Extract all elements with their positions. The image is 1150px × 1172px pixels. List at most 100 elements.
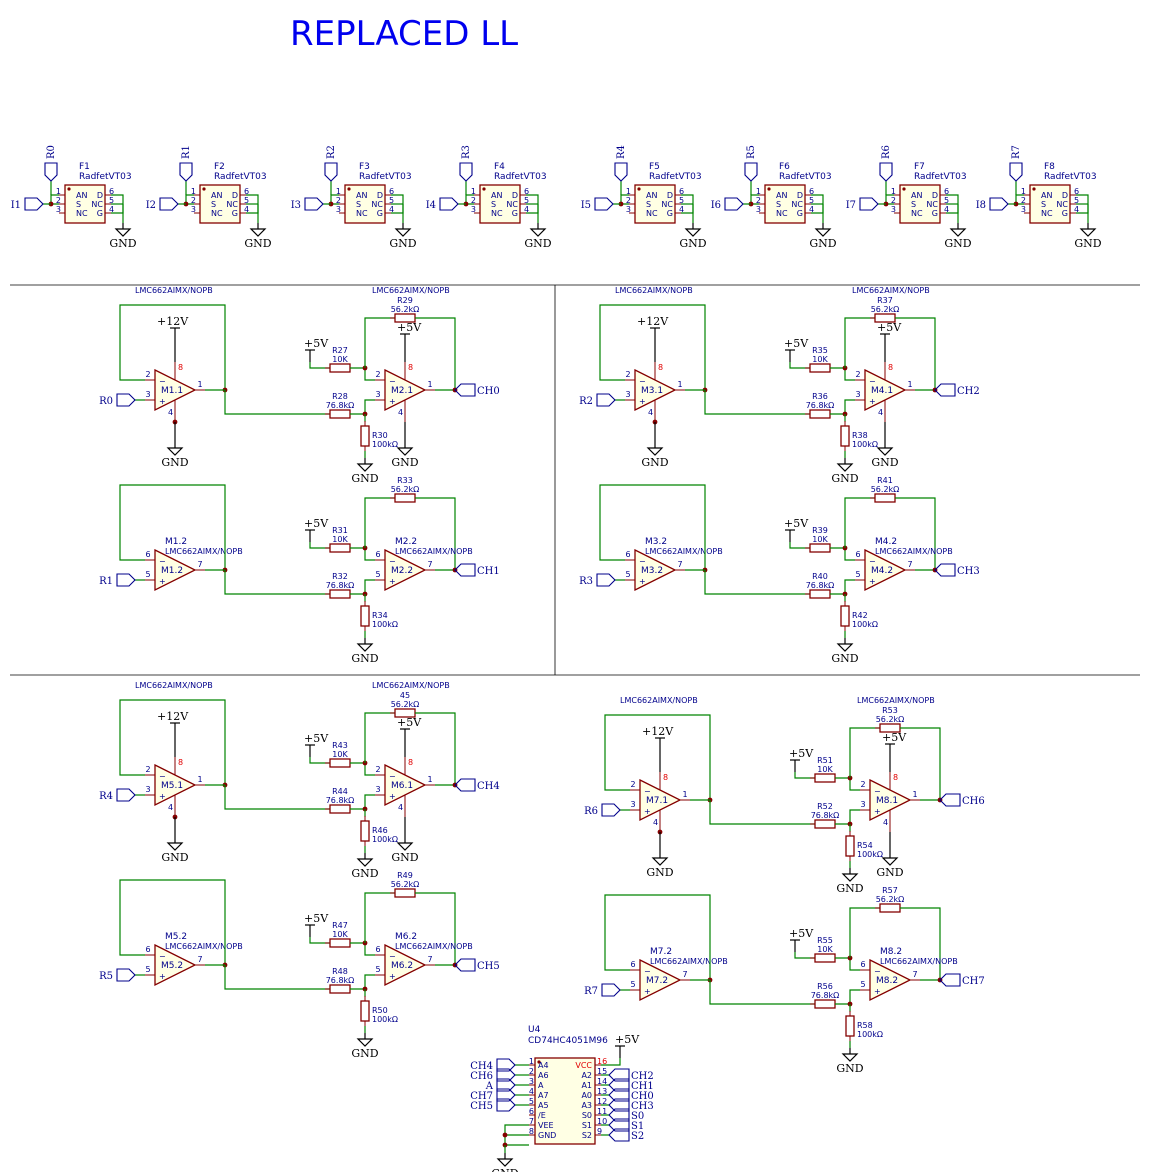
rf-wire-right xyxy=(900,907,941,980)
pin-number: 10 xyxy=(597,1117,607,1126)
an-s-wire xyxy=(330,194,339,205)
supply-label: +5V xyxy=(784,337,809,350)
opamp-ref: M1.1 xyxy=(161,386,183,396)
pin-name: D xyxy=(1062,191,1068,200)
resistor-ref: R35 xyxy=(812,346,828,355)
opamp-plus-sign: + xyxy=(869,397,876,406)
pin-name: A0 xyxy=(581,1091,592,1100)
part-label: LMC662AIMX/NOPB xyxy=(395,547,473,556)
resistor-value: 100kΩ xyxy=(857,1030,883,1039)
port-label: CH3 xyxy=(957,566,980,577)
radfet-value: RadfetVT03 xyxy=(1044,172,1097,182)
rg-resistor xyxy=(840,425,850,447)
radfet-body xyxy=(344,184,386,224)
pin-name: AN xyxy=(356,191,367,200)
pin-number: 6 xyxy=(109,187,114,196)
rf-wire-right xyxy=(895,317,936,390)
port-label: CH5 xyxy=(470,1101,493,1112)
ground-symbol xyxy=(949,228,967,237)
opamp-pin-number: 2 xyxy=(860,780,865,789)
opamp-plus-sign: + xyxy=(874,807,881,816)
pin1-marker xyxy=(902,187,906,191)
pin-name: D xyxy=(97,191,103,200)
pin-number: 6 xyxy=(529,1107,534,1116)
net-port xyxy=(24,197,44,211)
opamp-pin-number: 6 xyxy=(375,550,380,559)
net-port xyxy=(116,968,136,982)
pin-number: 5 xyxy=(1074,196,1079,205)
ground-symbol xyxy=(684,228,702,237)
gate-label: R5 xyxy=(746,145,757,159)
pin-name: G xyxy=(932,209,938,218)
gnd-label: GND xyxy=(679,237,706,250)
opamp-pin-number: 5 xyxy=(630,980,635,989)
supply-pin-number: 4 xyxy=(168,408,173,417)
pin-number: 6 xyxy=(524,187,529,196)
radfet-value: RadfetVT03 xyxy=(649,172,702,182)
ground-symbol xyxy=(356,858,374,867)
opamp-pin-number: 2 xyxy=(145,370,150,379)
opamp-minus-sign: − xyxy=(389,557,396,566)
pin-number: 14 xyxy=(597,1077,607,1086)
pin-name: NC xyxy=(646,209,658,218)
pin-number: 2 xyxy=(471,196,476,205)
radfet-value: RadfetVT03 xyxy=(779,172,832,182)
opamp-body xyxy=(384,548,427,592)
part-label: LMC662AIMX/NOPB xyxy=(620,696,698,705)
pin-number: 5 xyxy=(524,196,529,205)
pin-number: 9 xyxy=(597,1127,602,1136)
opamp-pin-number: 5 xyxy=(145,965,150,974)
ra-wire xyxy=(309,757,330,764)
supply-pin-number: 8 xyxy=(888,363,893,372)
buffer-feedback xyxy=(604,894,711,980)
opamp-ref: M7.2 xyxy=(646,976,668,986)
an-s-wire xyxy=(50,194,59,205)
resistor-ref: R50 xyxy=(372,1006,388,1015)
resistor-ref: R44 xyxy=(332,787,348,796)
pin-name: NC xyxy=(791,200,803,209)
ra-resistor xyxy=(329,938,351,948)
supply-pin-number: 4 xyxy=(648,408,653,417)
opamp-ref: M4.1 xyxy=(871,386,893,396)
pin-number: 3 xyxy=(471,205,476,214)
pin-name: NC xyxy=(226,200,238,209)
pin-name: S xyxy=(211,200,216,209)
pin-number: 3 xyxy=(529,1077,534,1086)
opamp-pin-number: 5 xyxy=(855,570,860,579)
pin-name: S xyxy=(911,200,916,209)
resistor-value: 76.8kΩ xyxy=(326,976,355,985)
opamp-pin-number: 5 xyxy=(375,965,380,974)
opamp-pin-number: 6 xyxy=(855,550,860,559)
pin-name: D xyxy=(232,191,238,200)
mux-value: CD74HC4051M96 xyxy=(528,1036,608,1046)
unit-ref: M5.2 xyxy=(165,932,187,942)
rin-resistor xyxy=(809,589,831,599)
supply-pin-number: 8 xyxy=(663,773,668,782)
pin-number: 13 xyxy=(597,1087,607,1096)
ground-symbol xyxy=(396,447,414,456)
port-label: CH7 xyxy=(962,976,985,987)
resistor-value: 10K xyxy=(812,535,828,544)
rin-resistor xyxy=(329,804,351,814)
pin-name: /E xyxy=(538,1111,546,1120)
net-port xyxy=(454,958,476,972)
opamp-pin-number: 7 xyxy=(427,955,432,964)
radfet-value: RadfetVT03 xyxy=(359,172,412,182)
port-label: I1 xyxy=(11,200,21,211)
opamp-plus-sign: + xyxy=(389,972,396,981)
opamp-pin-number: 1 xyxy=(912,790,917,799)
opamp-pin-number: 3 xyxy=(625,390,630,399)
ground-symbol xyxy=(394,228,412,237)
radfet-ref: F3 xyxy=(359,162,370,172)
gnd-label: GND xyxy=(244,237,271,250)
supply-label: +12V xyxy=(157,710,189,723)
supply-label: +12V xyxy=(637,315,669,328)
opamp-minus-sign: − xyxy=(159,377,166,386)
opamp-minus-sign: − xyxy=(639,557,646,566)
opamp-pin-number: 2 xyxy=(375,370,380,379)
port-label: CH4 xyxy=(470,1061,493,1072)
